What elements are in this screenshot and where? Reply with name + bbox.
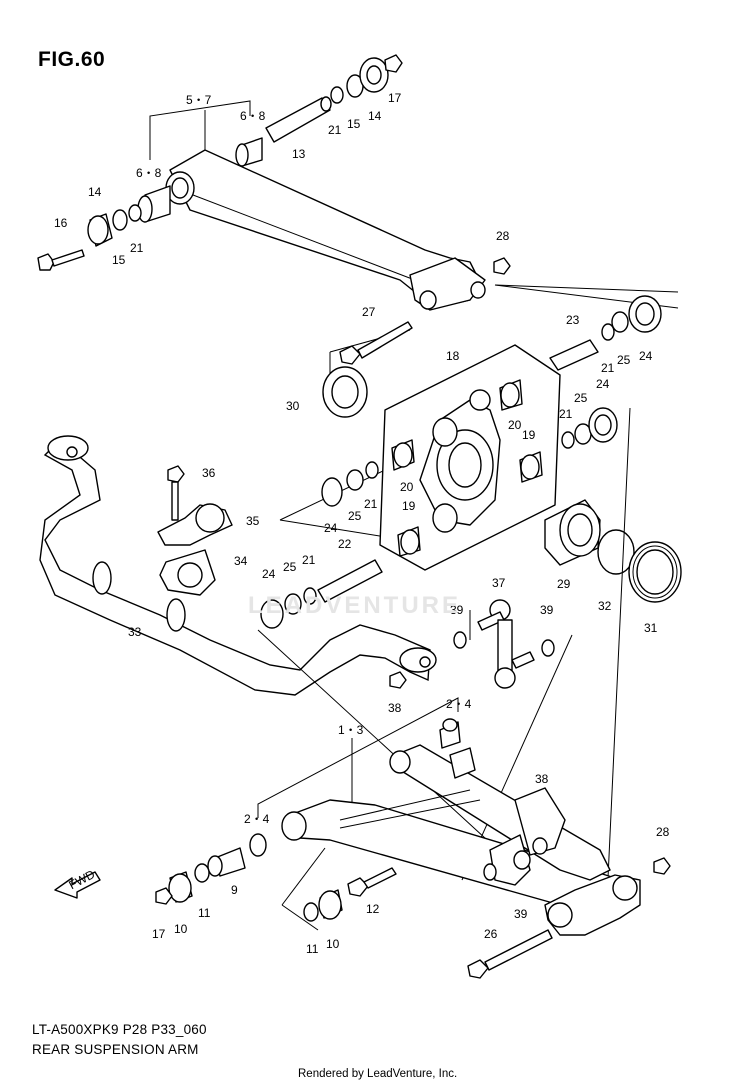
callout: 25 [283,560,297,574]
lower-pivot-parts [155,718,671,979]
upper-arm [165,149,486,311]
knuckle-bearings [260,295,682,629]
figure-title: FIG.60 [38,48,106,71]
callout: 30 [286,399,300,413]
callout: 20 [400,480,414,494]
callout: 24 [262,567,276,581]
callout: 29 [557,577,571,591]
callout: 5・7 [186,93,212,107]
callout: 21 [601,361,615,375]
stabilizer-mount [157,465,233,596]
callout: 13 [292,147,306,161]
callout: 2・4 [446,697,472,711]
callout: 35 [246,514,260,528]
knuckle-group [379,344,561,571]
callout: 21 [328,123,342,137]
callout: 11 [198,906,211,920]
stabilizer-link [389,599,555,689]
callout: 28 [496,229,510,243]
lower-arm [281,744,641,936]
callout: 39 [514,907,528,921]
callout: 6・8 [240,109,266,123]
callout: 34 [234,554,248,568]
callout: 36 [202,466,216,480]
callout: 33 [128,625,142,639]
callout: 39 [450,603,464,617]
callout: 31 [644,621,658,635]
callout: 23 [566,313,580,327]
callout: 25 [574,391,588,405]
callout: 39 [540,603,554,617]
callout: 21 [559,407,573,421]
callout: 24 [324,521,338,535]
callout: 25 [617,353,631,367]
callout: 1・3 [338,723,364,737]
stabilizer-bar [39,435,437,696]
callout: 6・8 [136,166,162,180]
callout: 20 [508,418,522,432]
callout: 14 [88,185,102,199]
callout: 18 [446,349,460,363]
callout-labels: 5・7 6・8 13 21 15 14 17 6・8 14 16 21 15 2… [54,91,670,956]
callout: 12 [366,902,380,916]
callout: 15 [347,117,361,131]
callout: 19 [522,428,536,442]
callout: 21 [302,553,316,567]
render-credit: Rendered by LeadVenture, Inc. [298,1068,458,1080]
callout: 24 [596,377,610,391]
callout: 10 [326,937,340,951]
bolt-27 [339,257,511,365]
callout: 9 [231,883,238,897]
callout: 25 [348,509,362,523]
callout: 27 [362,305,376,319]
callout: 19 [402,499,416,513]
callout: 11 [306,942,319,956]
callout: 16 [54,216,68,230]
callout: 38 [388,701,402,715]
callout: 32 [598,599,612,613]
callout: 15 [112,253,126,267]
callout: 17 [388,91,402,105]
watermark: LEADVENTURE [248,592,462,619]
callout: 37 [492,576,506,590]
callout: 10 [174,922,188,936]
figure-caption: REAR SUSPENSION ARM [32,1042,199,1057]
model-code: LT-A500XPK9 P28 P33_060 [32,1022,207,1037]
callout: 21 [364,497,378,511]
fwd-arrow-icon: FWD [54,867,101,899]
callout: 28 [656,825,670,839]
callout: 38 [535,772,549,786]
callout: 2・4 [244,812,270,826]
callout: 17 [152,927,166,941]
callout: 26 [484,927,498,941]
callout: 22 [338,537,352,551]
callout: 14 [368,109,382,123]
upper-pivot-parts [37,54,403,271]
callout: 24 [639,349,653,363]
callout: 21 [130,241,144,255]
